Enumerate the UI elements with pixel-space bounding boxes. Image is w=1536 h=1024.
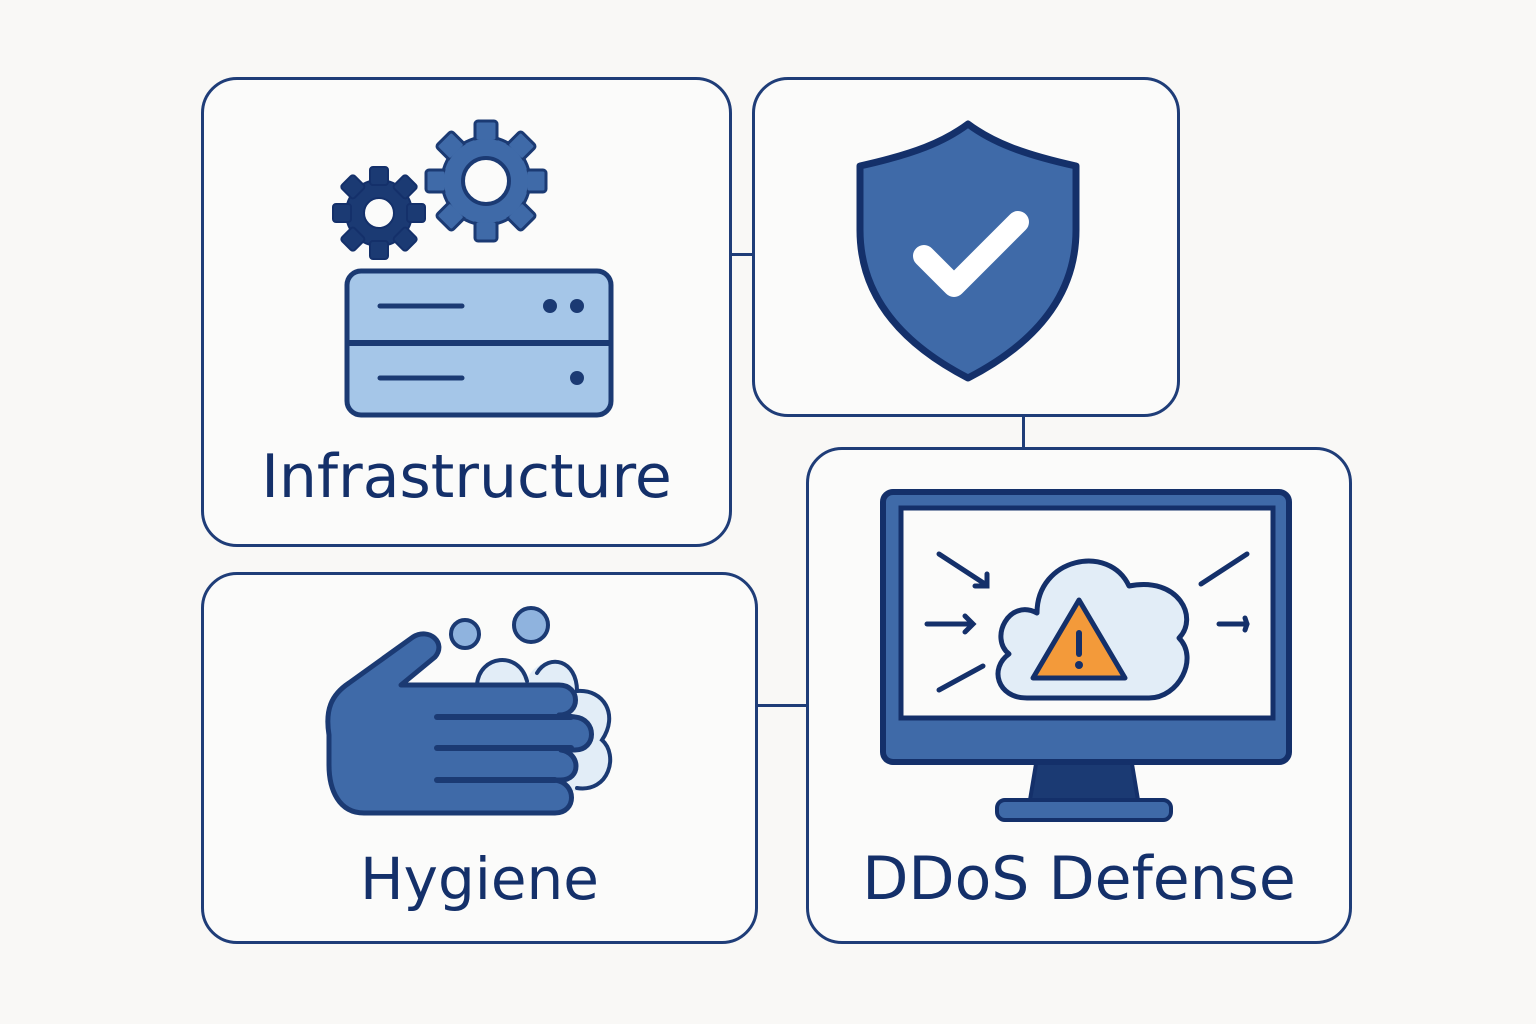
shield-check-icon — [856, 120, 1080, 382]
server-icon — [344, 268, 614, 418]
connector-infrastructure-security — [730, 253, 754, 256]
infrastructure-card: Infrastructure — [201, 77, 732, 547]
hygiene-card: Hygiene — [201, 572, 758, 944]
connector-security-ddos — [1022, 415, 1025, 449]
ddos-defense-card: DDoS Defense — [806, 447, 1352, 944]
infrastructure-label: Infrastructure — [261, 442, 672, 512]
ddos-defense-label: DDoS Defense — [862, 844, 1296, 914]
monitor-cloud-warning-icon — [880, 489, 1292, 822]
hand-washing-icon — [325, 606, 613, 816]
gears-icon — [332, 119, 548, 260]
hygiene-label: Hygiene — [360, 845, 599, 913]
connector-hygiene-ddos — [757, 704, 807, 707]
security-card — [752, 77, 1180, 417]
